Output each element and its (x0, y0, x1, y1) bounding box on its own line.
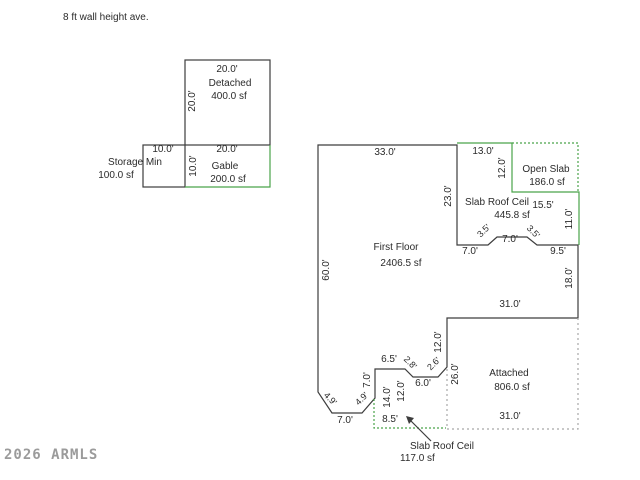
first-floor-outline (317, 144, 579, 414)
attached-area: 806.0 sf (494, 382, 530, 393)
first-floor-dim-bay-right: 9.5' (550, 246, 566, 257)
slab-roof-ceil-dim-mid: 15.5' (532, 200, 554, 211)
slab-lower-dim-height: 14.0' (382, 386, 393, 408)
gable-dim-top: 20.0' (216, 144, 238, 155)
slab-roof-ceil-outline (457, 142, 580, 245)
slab-roof-ceil-area: 445.8 sf (494, 210, 530, 221)
first-floor-dim-right: 18.0' (564, 267, 575, 289)
first-floor-dim-notch-bottom: 6.0' (415, 378, 431, 389)
first-floor-dim-bay-top: 7.0' (502, 234, 518, 245)
attached-dim-bottom: 31.0' (499, 411, 521, 422)
first-floor-dim-top: 33.0' (374, 147, 396, 158)
gable-label: Gable (211, 161, 239, 172)
detached-label: Detached (208, 78, 252, 89)
slab-lower-dim-inner-height: 12.0' (396, 380, 407, 402)
first-floor-label: First Floor (373, 242, 419, 253)
gable-area: 200.0 sf (210, 174, 246, 185)
first-floor-dim-interior-right: 23.0' (443, 185, 454, 207)
detached-area: 400.0 sf (211, 91, 247, 102)
slab-roof-ceil-dim-right: 11.0' (564, 208, 575, 230)
first-floor-dim-bottom-right: 31.0' (499, 299, 521, 310)
first-floor-dim-notch-top: 6.5' (381, 354, 397, 365)
slab-lower-area: 117.0 sf (400, 453, 435, 464)
slab-roof-ceil-dim-top: 13.0' (472, 146, 494, 157)
attached-dim-left: 26.0' (450, 363, 461, 385)
open-slab-area: 186.0 sf (529, 177, 565, 188)
open-slab-label: Open Slab (522, 164, 570, 175)
detached-dim-top: 20.0' (216, 64, 238, 75)
storage-outline (142, 144, 186, 188)
storage-area: 100.0 sf (98, 170, 134, 181)
first-floor-dim-bay-left: 7.0' (462, 246, 478, 257)
annotation-arrow (410, 420, 432, 442)
wall-height-note: 8 ft wall height ave. (63, 12, 149, 23)
gable-dim-left: 10.0' (188, 155, 199, 177)
detached-outline (184, 59, 271, 146)
open-slab-dotted-outline (512, 142, 579, 192)
slab-roof-ceil-label: Slab Roof Ceil (465, 197, 529, 208)
storage-dim-top: 10.0' (152, 144, 174, 155)
annotation-arrowhead-icon (406, 416, 414, 424)
slab-roof-ceil-lower-dotted-outline (373, 399, 446, 429)
first-floor-dim-notch-left: 7.0' (362, 372, 373, 388)
first-floor-dim-bottom: 7.0' (337, 415, 353, 426)
detached-dim-left: 20.0' (187, 90, 198, 112)
first-floor-area: 2406.5 sf (380, 258, 422, 269)
attached-dotted-outline (446, 318, 579, 430)
armls-watermark: 2026 ARMLS (4, 447, 99, 463)
slab-lower-label: Slab Roof Ceil (410, 441, 474, 452)
slab-roof-ceil-dim-left: 12.0' (497, 157, 508, 179)
gable-outline (185, 145, 271, 188)
slab-lower-dim-bottom: 8.5' (382, 414, 398, 425)
first-floor-dim-left: 60.0' (321, 259, 332, 281)
first-floor-dim-garage-wall: 12.0' (433, 331, 444, 353)
storage-label: Storage Min (108, 157, 162, 168)
attached-label: Attached (489, 368, 529, 379)
